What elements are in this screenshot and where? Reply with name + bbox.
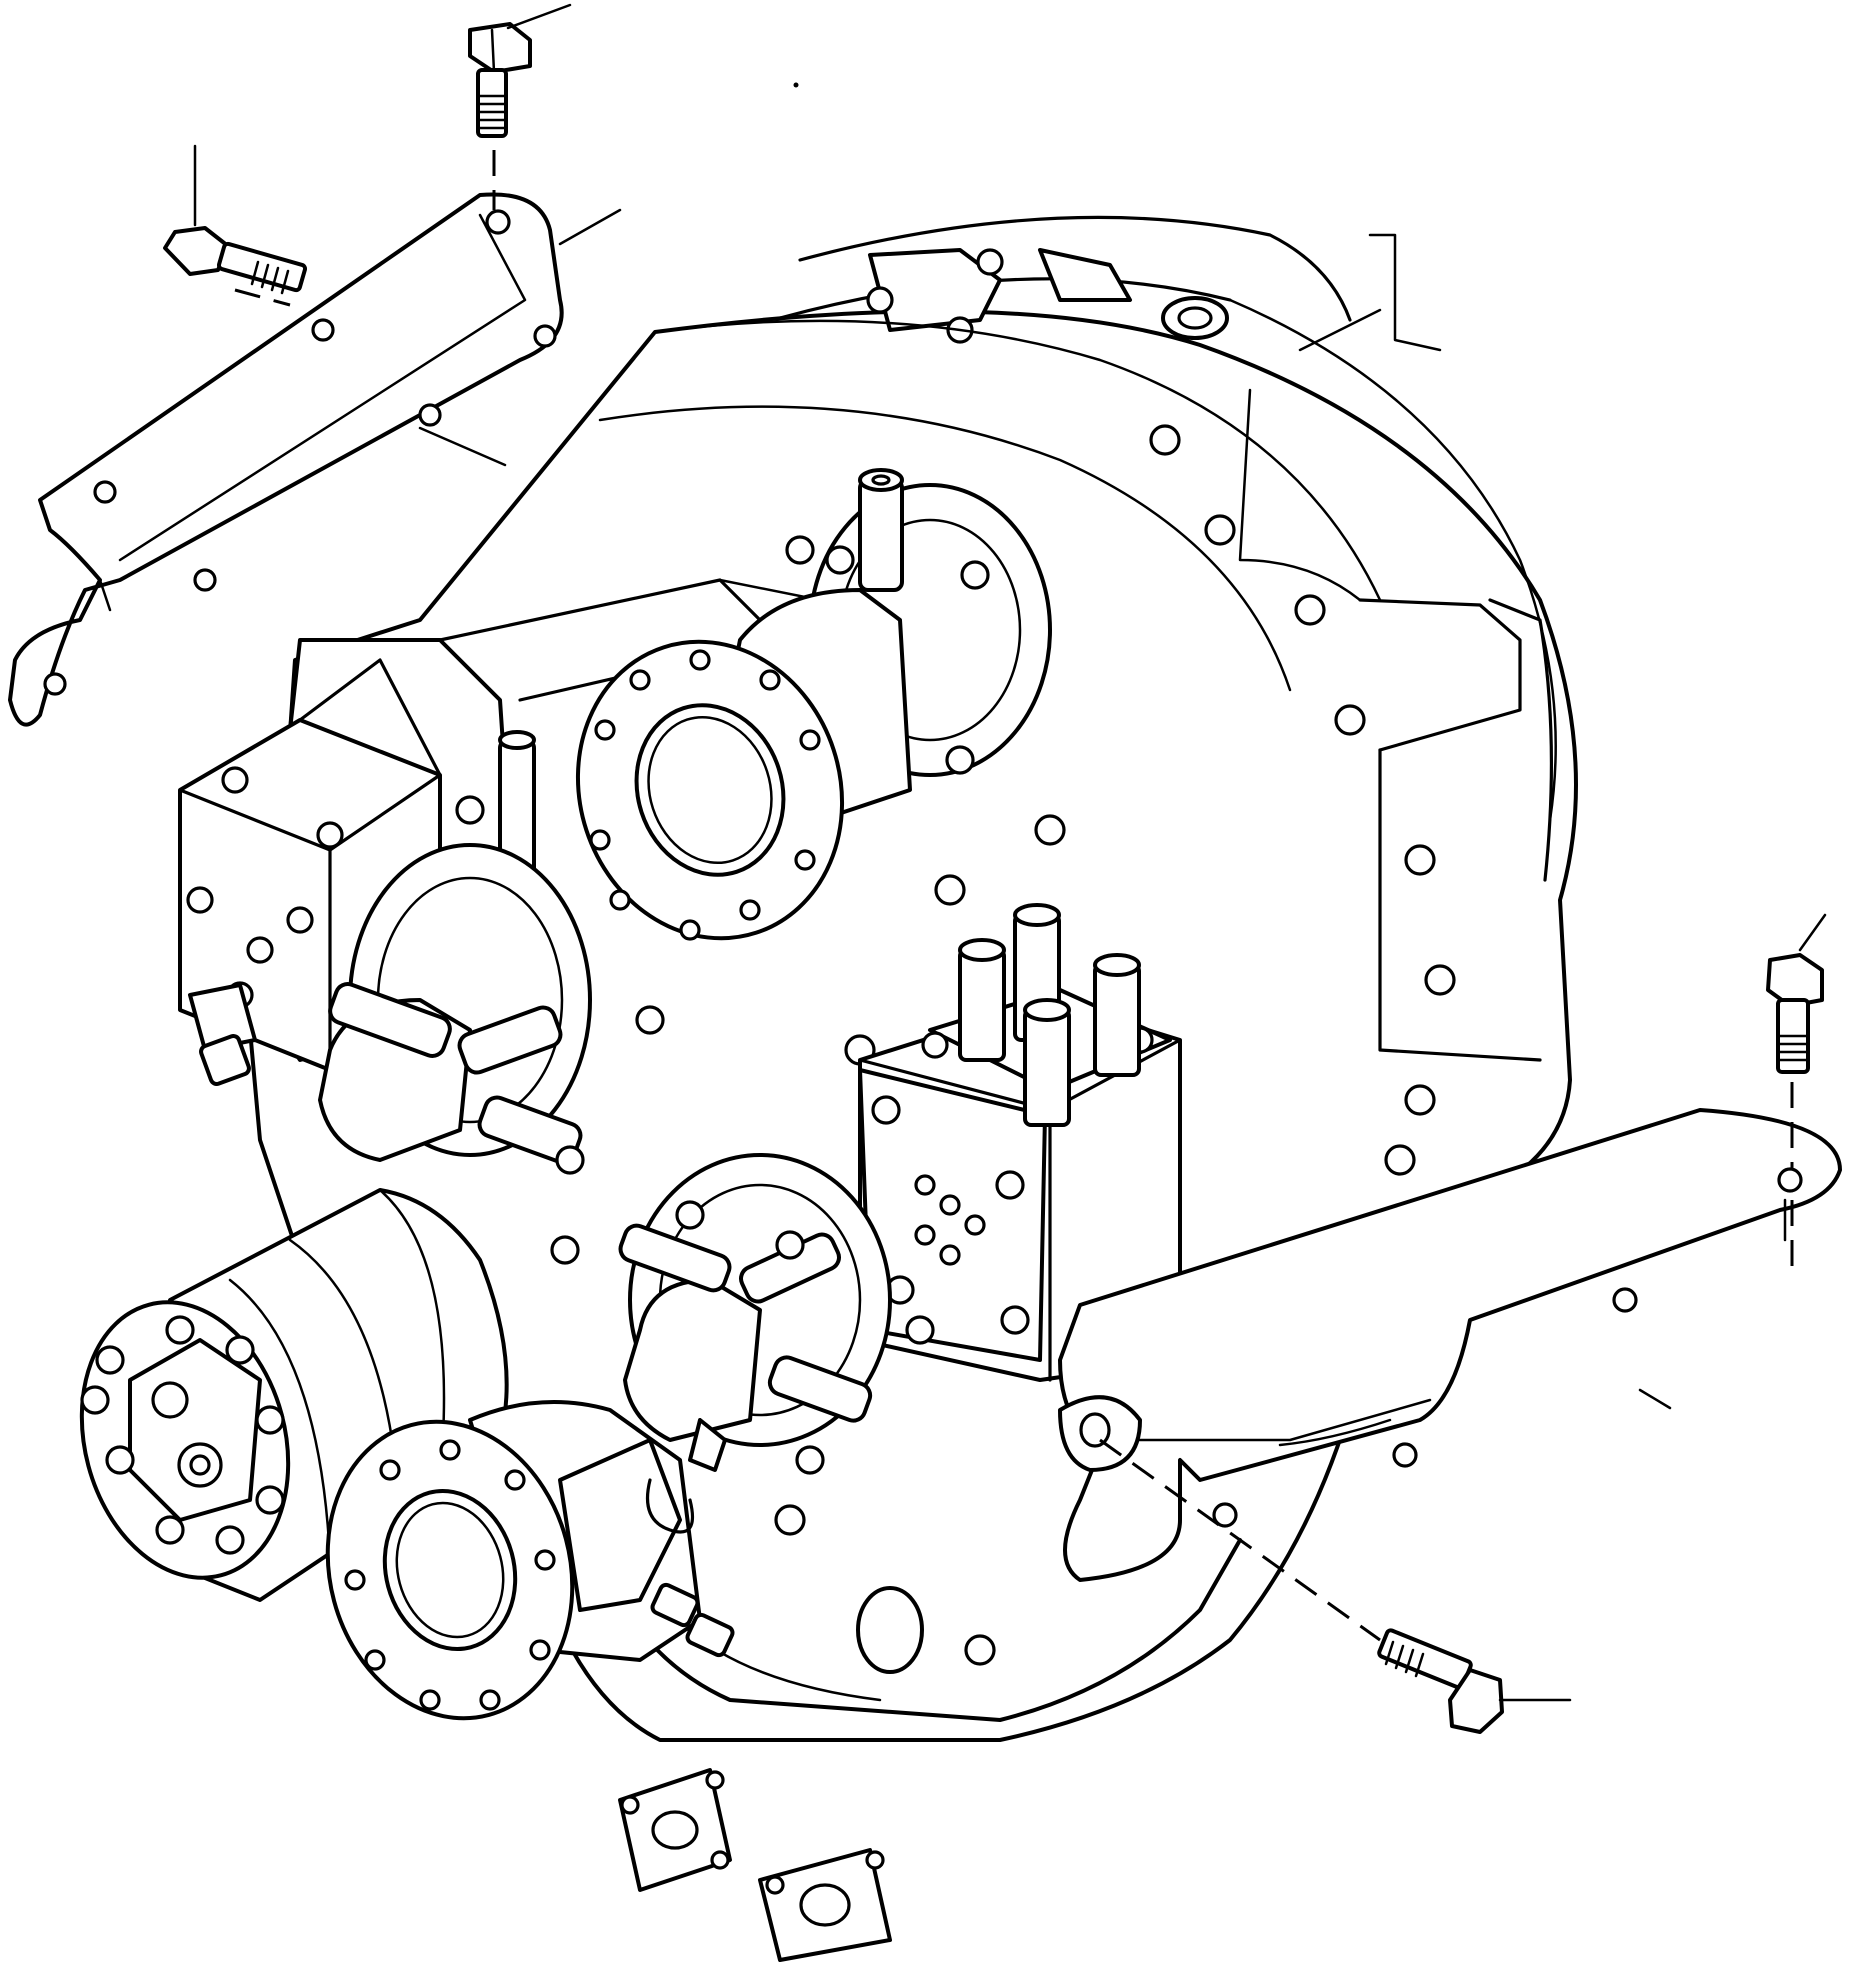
left-mounting-bracket <box>8 192 564 727</box>
callout-leader-1 <box>506 3 572 30</box>
clutch-hub-left <box>318 843 665 1175</box>
callout-leader-3 <box>558 208 622 246</box>
stray-dot <box>793 82 799 88</box>
filter-housing <box>618 1768 892 1962</box>
clutch-hub-center <box>550 1153 935 1475</box>
control-valve-block <box>858 903 1182 1382</box>
cap-screw-left <box>163 226 308 295</box>
cap-screw-top <box>468 22 532 138</box>
inspection-port <box>856 1586 924 1674</box>
output-flange-lower <box>325 1400 735 1721</box>
right-mounting-bracket <box>1058 1108 1842 1582</box>
assembly-line-lower <box>1099 1438 1381 1642</box>
callout-leader-4 <box>418 426 507 467</box>
output-flange-upper <box>575 468 1052 941</box>
cap-screw-lower-right <box>1377 1628 1504 1734</box>
assembly-line-left <box>234 288 291 307</box>
callout-leader-5 <box>1298 233 1442 352</box>
callout-leader-7 <box>1638 1388 1672 1410</box>
callout-leader-6 <box>1798 913 1827 952</box>
cap-screw-right <box>1766 953 1824 1074</box>
hydraulic-pump <box>79 1188 509 1602</box>
